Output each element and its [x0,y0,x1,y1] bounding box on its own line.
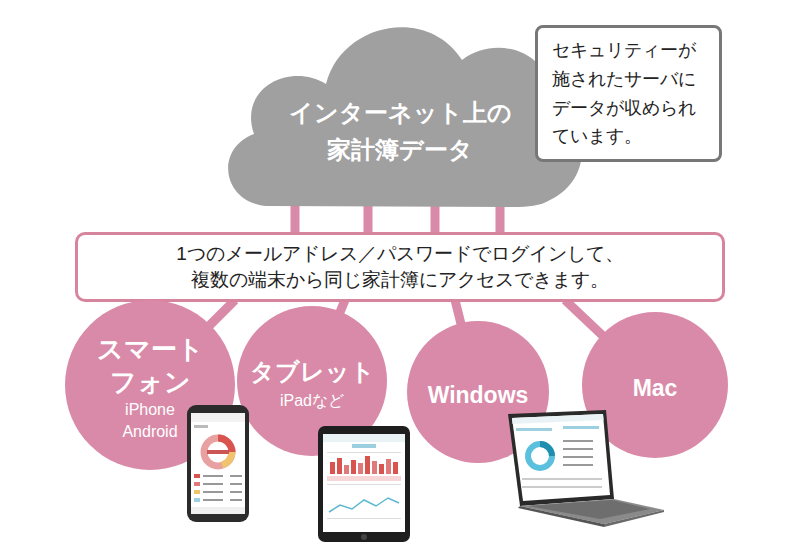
device-examples: iPhone Android [110,399,190,443]
smartphone-illustration [187,405,249,522]
device-circle: スマート フォンiPhone Android [65,300,235,470]
connector-line [208,300,235,327]
device-circle: Mac [582,312,728,458]
info-text: 1つのメールアドレス／パスワードでログインして、 複数の端末から同じ家計簿にアク… [160,241,640,293]
device-circle: タブレットiPadなど [237,306,387,456]
device-heading: Mac [633,373,678,403]
cloud-title: インターネット上の 家計簿データ [280,94,520,168]
device-heading: Windows [428,380,529,410]
connector-line [565,300,604,337]
device-circle: Windows [407,321,549,463]
device-examples: iPadなど [280,389,344,413]
tablet-illustration [318,426,410,542]
note-box: セキュリティーが 施されたサーバに データが収められ ています。 [535,25,722,162]
device-heading: スマート フォン [94,333,206,399]
device-heading: タブレット [250,355,375,389]
cloud-node: インターネット上の 家計簿データ [210,0,590,210]
laptop-illustration [508,410,664,527]
cloud-outline [228,27,582,207]
info-band: 1つのメールアドレス／パスワードでログインして、 複数の端末から同じ家計簿にアク… [75,232,725,302]
note-text: セキュリティーが 施されたサーバに データが収められ ています。 [552,36,705,151]
